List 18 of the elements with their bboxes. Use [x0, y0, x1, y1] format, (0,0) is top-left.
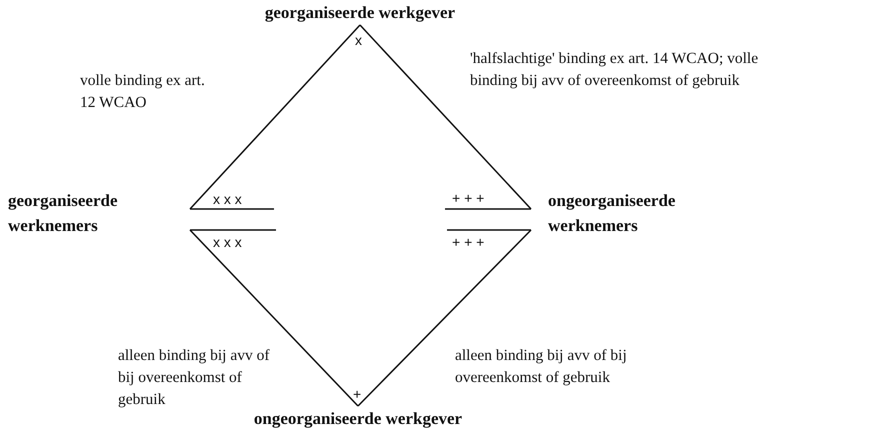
mark-symbol: x x x — [213, 191, 242, 207]
connector-line — [189, 229, 359, 407]
connector-line — [189, 24, 361, 210]
mark-symbol: + + + — [452, 234, 484, 250]
mark-symbol: x x x — [213, 234, 242, 250]
node-label: ongeorganiseerde werknemers — [548, 190, 676, 237]
edge-label: alleen binding bij avv of bij overeenkomst of gebruik — [455, 346, 628, 388]
mark-symbol: + + + — [452, 190, 484, 206]
mark-symbol: x — [355, 32, 362, 48]
edge-label: volle binding ex art. 12 WCAO — [80, 71, 205, 113]
connector-line — [359, 24, 532, 210]
mark-symbol: + — [353, 386, 362, 402]
node-label: georganiseerde werknemers — [8, 190, 119, 237]
edge-label: alleen binding bij avv of bij overeenkomst of gebruik — [118, 346, 271, 410]
node-label: georganiseerde werkgever — [264, 2, 456, 24]
node-label: ongeorganiseerde werkgever — [252, 408, 464, 430]
connector-line — [357, 229, 532, 407]
edge-label: 'halfslachtige' binding ex art. 14 WCAO; volle binding bij avv of overeenkomst of gebruik — [470, 49, 760, 91]
